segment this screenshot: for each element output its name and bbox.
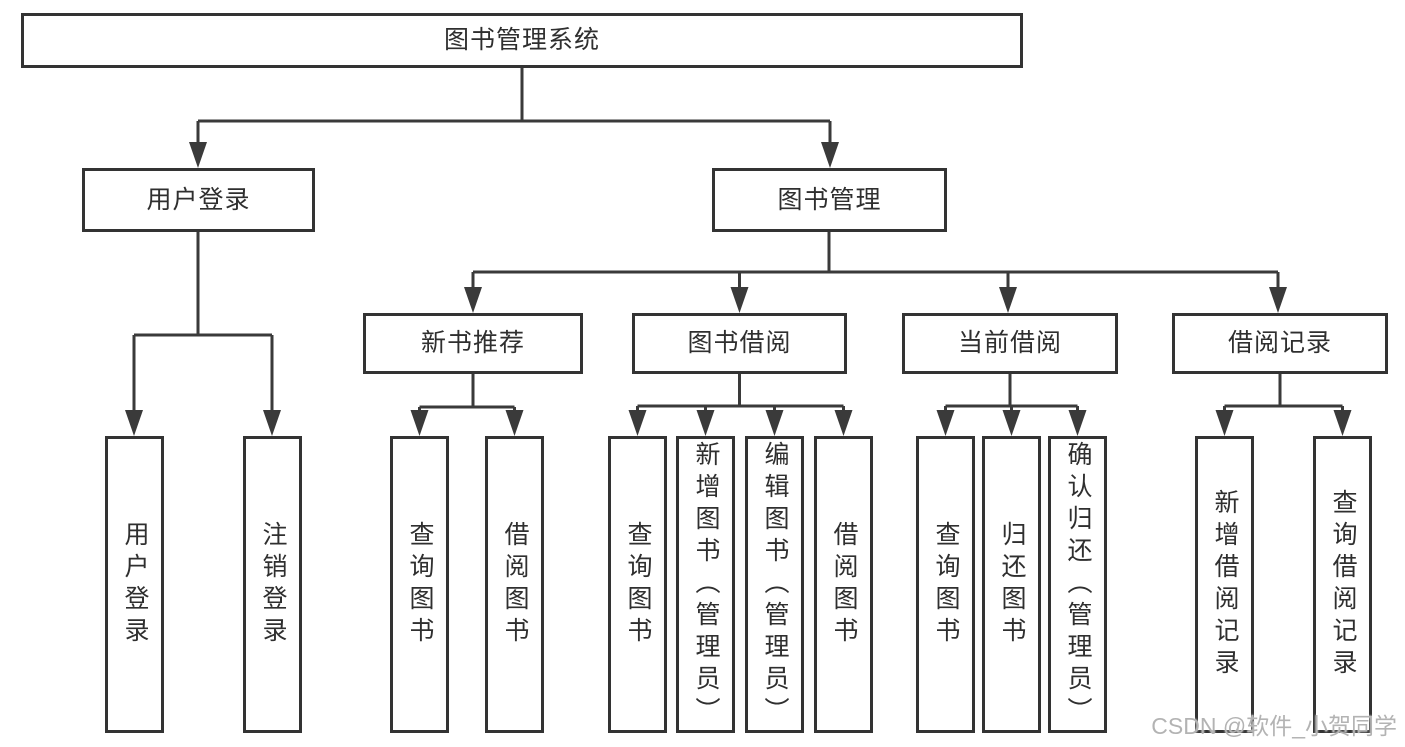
- node-label: 图书借阅: [687, 329, 792, 357]
- node-label: 新增借阅记录: [1211, 488, 1239, 681]
- node-borrowing-borrow-books: 借阅图书: [814, 436, 873, 733]
- node-current-query-books: 查询图书: [916, 436, 975, 733]
- node-logout: 注销登录: [243, 436, 302, 733]
- node-current-confirm-return-admin: 确认归还（管理员）: [1048, 436, 1107, 733]
- node-label: 注销登录: [259, 520, 287, 649]
- node-records-add-borrow-record: 新增借阅记录: [1195, 436, 1254, 733]
- node-label: 图书管理: [777, 185, 882, 214]
- node-label: 归还图书: [998, 520, 1026, 649]
- node-label: 查询借阅记录: [1329, 488, 1357, 681]
- node-current-return-books: 归还图书: [982, 436, 1041, 733]
- node-label: 用户登录: [121, 520, 149, 649]
- node-user-login-leaf: 用户登录: [105, 436, 164, 733]
- node-new-book-recommend: 新书推荐: [363, 313, 583, 374]
- node-book-management: 图书管理: [712, 168, 947, 232]
- node-newbooks-query-books: 查询图书: [390, 436, 449, 733]
- node-label: 查询图书: [406, 520, 434, 649]
- node-label: 借阅图书: [830, 520, 858, 649]
- node-label: 用户登录: [146, 185, 251, 214]
- node-library-management-system: 图书管理系统: [21, 13, 1023, 68]
- node-borrowing-query-books: 查询图书: [608, 436, 667, 733]
- node-records-query-borrow-record: 查询借阅记录: [1313, 436, 1372, 733]
- csdn-watermark: CSDN @软件_小贺同学: [1151, 713, 1397, 739]
- node-label: 新增图书（管理员）: [692, 440, 720, 729]
- node-label: 确认归还（管理员）: [1064, 440, 1092, 729]
- node-label: 编辑图书（管理员）: [761, 440, 789, 729]
- node-borrow-records: 借阅记录: [1172, 313, 1388, 374]
- node-current-borrowing: 当前借阅: [902, 313, 1118, 374]
- node-label: 查询图书: [932, 520, 960, 649]
- node-borrowing-edit-book-admin: 编辑图书（管理员）: [745, 436, 804, 733]
- node-label: 图书管理系统: [443, 26, 600, 54]
- node-borrowing-add-book-admin: 新增图书（管理员）: [676, 436, 735, 733]
- node-book-borrowing: 图书借阅: [632, 313, 847, 374]
- node-label: 查询图书: [624, 520, 652, 649]
- node-label: 借阅记录: [1227, 329, 1332, 357]
- node-label: 当前借阅: [957, 329, 1062, 357]
- node-user-login: 用户登录: [82, 168, 315, 232]
- node-newbooks-borrow-books: 借阅图书: [485, 436, 544, 733]
- node-label: 新书推荐: [420, 329, 525, 357]
- node-label: 借阅图书: [501, 520, 529, 649]
